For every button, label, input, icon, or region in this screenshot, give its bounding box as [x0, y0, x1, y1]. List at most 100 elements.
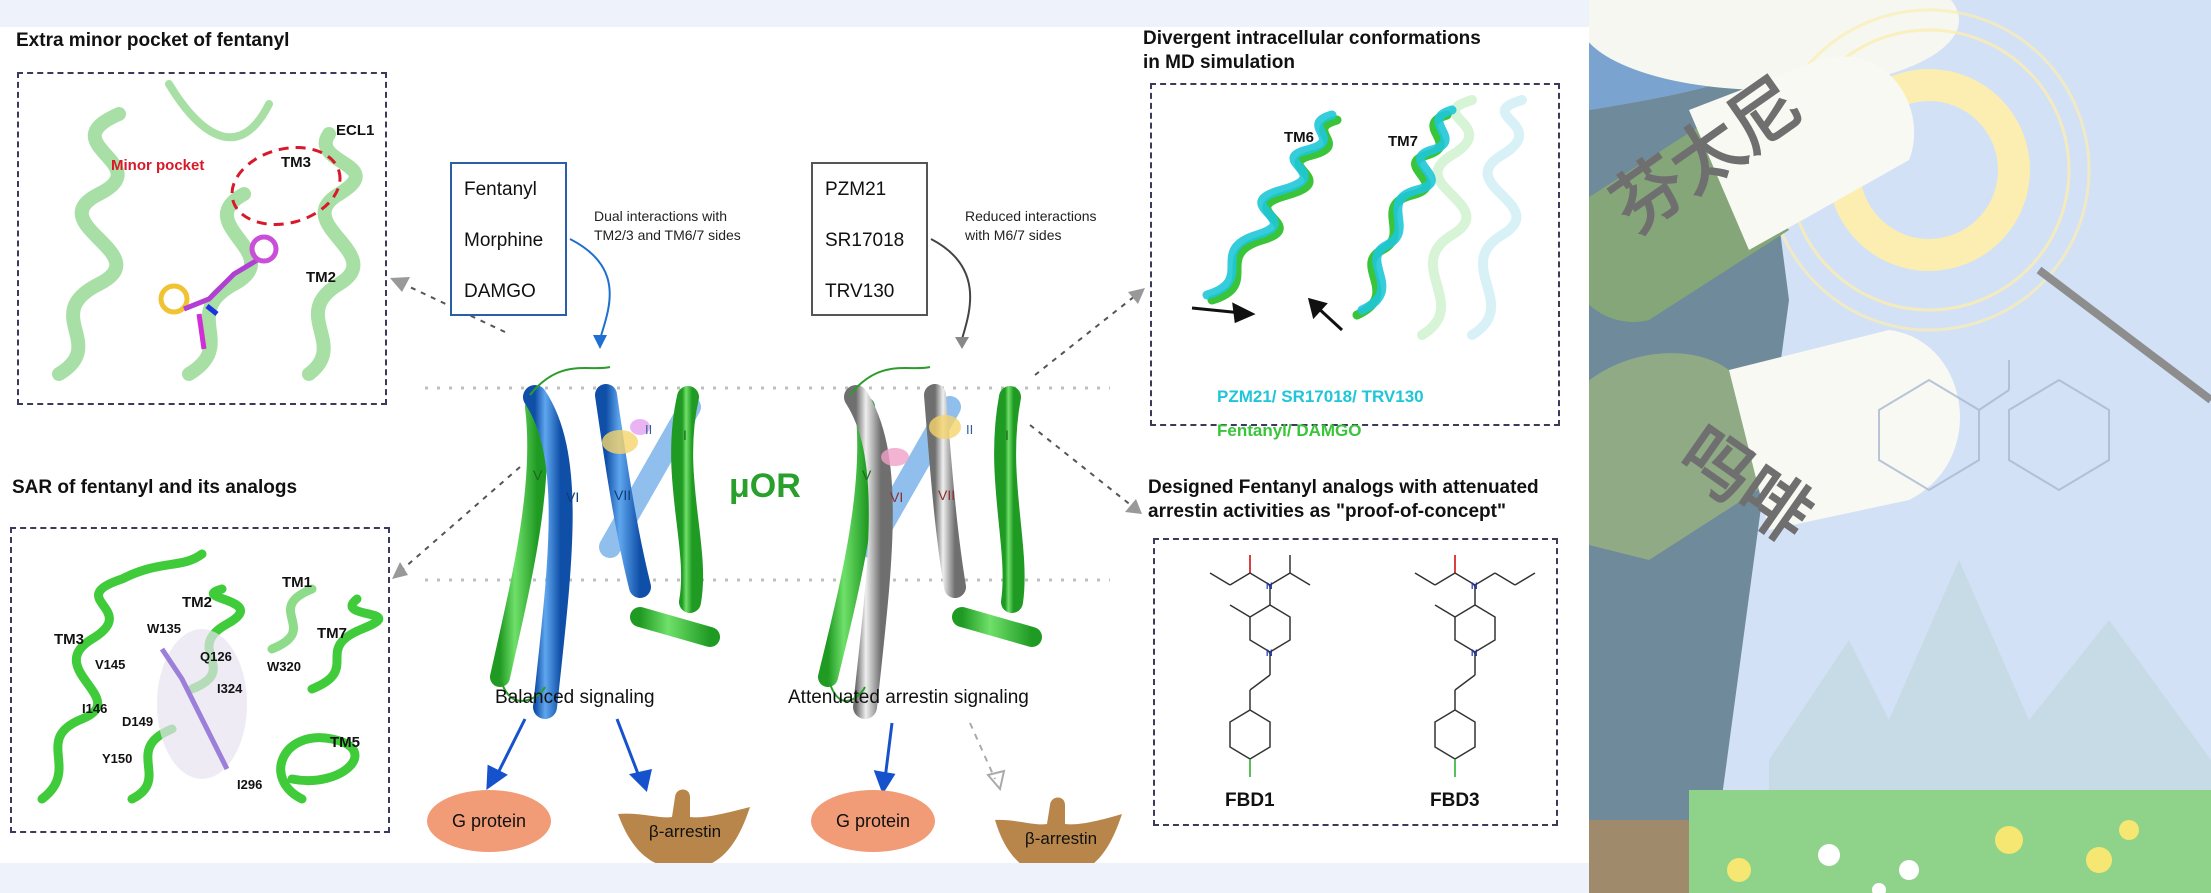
arrow-balanced-arrestin — [615, 718, 642, 780]
helix-tm3 — [37, 549, 207, 804]
arrow-balanced-gprotein — [493, 718, 527, 780]
balanced-gprotein-oval: G protein — [427, 790, 551, 852]
balanced-signaling-label: Balanced signaling — [495, 687, 655, 708]
md-box: TM6 TM7 PZM21/ SR17018/ TRV130 Fentanyl/… — [1150, 83, 1560, 440]
helix-tm7 — [307, 594, 384, 694]
analogs-title: Designed Fentanyl analogs with attenuate… — [1148, 476, 1539, 524]
analogs-title-line2: arrestin activities as "proof-of-concept… — [1148, 501, 1506, 522]
tm3-label: TM3 — [281, 154, 311, 171]
biased-note: Reduced interactions with M6/7 sides — [965, 207, 1097, 245]
tm7-cyan — [1357, 105, 1457, 315]
helix-label-v: V — [533, 467, 543, 483]
helix-vii — [595, 384, 651, 598]
compound-structures: NN NN — [1209, 555, 1536, 777]
biased-ligand-box: PZM21 SR17018 TRV130 — [811, 162, 928, 316]
helix-tm1 — [267, 584, 317, 654]
helix-v — [490, 397, 548, 687]
minor-pocket-structure — [52, 80, 363, 381]
helix-vi — [844, 385, 893, 719]
tm5-label: TM5 — [330, 734, 360, 751]
legend-biased: PZM21/ SR17018/ TRV130 — [1217, 387, 1424, 406]
pill-bottom-white — [1729, 330, 1960, 530]
tm6-cyan — [1202, 110, 1337, 300]
minor-pocket-title: Extra minor pocket of fentanyl — [16, 30, 290, 51]
i146-label: I146 — [82, 701, 108, 716]
balanced-arrestin-label: β-arrestin — [648, 822, 722, 841]
ligand-blob-2 — [630, 419, 650, 435]
helix-vi — [523, 385, 573, 719]
helix-label-ii-biased: II — [966, 422, 974, 437]
receptor-drawings — [486, 238, 1122, 863]
cover-illustration: 芬太尼 吗啡 — [1589, 0, 2211, 893]
balanced-note-line1: Dual interactions with — [594, 208, 728, 224]
ligand-density — [157, 629, 247, 779]
icl-loop — [827, 676, 866, 702]
ligand-pzm21: PZM21 — [825, 179, 887, 200]
biased-note-line2: with M6/7 sides — [965, 227, 1062, 243]
helix-label-ii: II — [645, 422, 653, 437]
analogs-title-line1: Designed Fentanyl analogs with attenuate… — [1148, 477, 1539, 498]
grass — [1689, 790, 2211, 893]
n-atom: N — [1266, 648, 1273, 658]
minor-pocket-ellipse — [230, 146, 342, 226]
helix-center — [182, 187, 259, 381]
arrowhead-biased-arrestin — [986, 769, 1006, 792]
w320-label: W320 — [267, 659, 301, 674]
arrowhead-balanced-gprotein — [486, 764, 508, 791]
d149-label: D149 — [122, 714, 154, 729]
balanced-note-line2: TM2/3 and TM6/7 sides — [594, 227, 741, 243]
helix-i — [671, 386, 704, 613]
arrowhead-md — [1128, 288, 1145, 304]
attenuated-signaling-label: Attenuated arrestin signaling — [788, 687, 1029, 708]
pill-top-white — [1689, 56, 1915, 250]
flowers — [1727, 820, 2139, 882]
ligand-blob — [929, 415, 961, 439]
arrow-biased-gprotein — [883, 722, 894, 780]
n-atom: N — [1471, 648, 1478, 658]
helix-label-vi-biased: VI — [890, 489, 904, 505]
biased-ligand-arrowhead — [955, 337, 969, 349]
stick — [2036, 266, 2211, 404]
ecl-loop — [849, 366, 931, 396]
minor-pocket-box: Minor pocket ECL1 TM3 TM2 — [17, 72, 387, 405]
helix-8 — [952, 607, 1042, 647]
arrowhead-biased-gprotein — [873, 770, 896, 795]
ligand-blob — [602, 430, 638, 454]
sar-title: SAR of fentanyl and its analogs — [12, 477, 298, 498]
helix-lower — [127, 724, 177, 804]
v145-label: V145 — [95, 657, 126, 672]
figure-panel: Extra minor pocket of fentanyl Minor poc… — [0, 27, 1589, 863]
helix-label-vi: VI — [566, 489, 580, 505]
biased-ligand-arrow — [930, 238, 972, 340]
soil — [1589, 820, 1689, 893]
legend-balanced: Fentanyl/ DAMGO — [1217, 421, 1362, 440]
biased-receptor — [818, 366, 1042, 719]
ecl1-label: ECL1 — [336, 122, 375, 139]
fentanyl-watermark — [1878, 360, 2110, 492]
helix-right — [302, 127, 363, 381]
balanced-ligand-box: Fentanyl Morphine DAMGO — [450, 162, 567, 316]
ligand — [159, 647, 230, 771]
receptor-label: μOR — [729, 467, 801, 505]
icl-loop — [499, 676, 546, 702]
tm7-label: TM7 — [1388, 133, 1418, 150]
n-atom: N — [1471, 581, 1478, 591]
helix-label-i-biased: I — [1005, 427, 1009, 443]
helix-label-vii-biased: VII — [938, 487, 956, 503]
arrow-to-minor-pocket — [394, 279, 506, 333]
balanced-receptor — [490, 366, 720, 719]
ligand-trv130: TRV130 — [825, 281, 895, 302]
ligand-morphine: Morphine — [464, 230, 544, 251]
tm2-label: TM2 — [182, 594, 212, 611]
fbd1-structure — [1209, 555, 1311, 777]
md-title-line1: Divergent intracellular conformations — [1143, 28, 1481, 49]
arrowhead-balanced-arrestin — [629, 769, 652, 792]
balanced-note: Dual interactions with TM2/3 and TM6/7 s… — [594, 207, 741, 245]
signal-arrows — [486, 718, 896, 795]
sar-box: TM1 TM2 TM3 TM7 TM5 W135 Q126 W320 I324 … — [10, 527, 390, 833]
helix-label-i: I — [683, 427, 687, 443]
tm3-label: TM3 — [54, 631, 84, 648]
shift-arrow-tm7 — [1315, 305, 1344, 332]
helix-i — [994, 386, 1025, 613]
